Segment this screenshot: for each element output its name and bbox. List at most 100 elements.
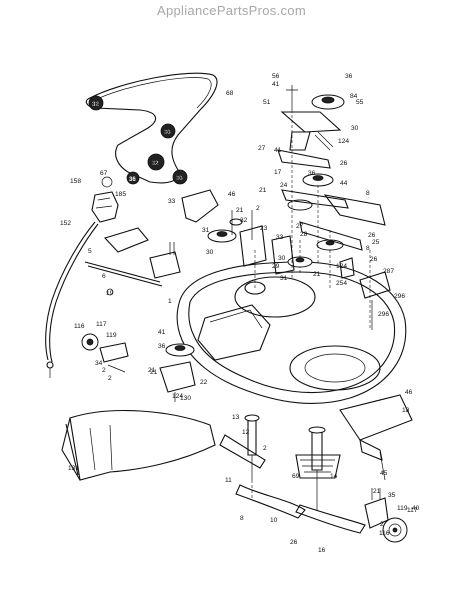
callout-36: 36 <box>176 175 184 182</box>
callout-124: 124 <box>172 393 183 400</box>
callout-5: 5 <box>88 248 92 255</box>
callout-36: 36 <box>308 170 316 177</box>
callout-31: 31 <box>202 227 210 234</box>
callout-287: 287 <box>383 268 394 275</box>
callout-124: 124 <box>336 263 347 270</box>
callout-11: 11 <box>225 477 232 484</box>
callout-14: 14 <box>330 473 338 480</box>
callout-28: 28 <box>300 231 308 238</box>
callout-25: 25 <box>372 239 380 246</box>
callout-13: 13 <box>232 414 240 421</box>
lift-linkage <box>84 227 181 296</box>
callout-254: 254 <box>336 280 347 287</box>
belt-pulleys: 32 36 32 36 36 <box>88 95 188 185</box>
callout-33: 33 <box>276 234 284 241</box>
callout-17: 17 <box>274 169 282 176</box>
callout-30: 30 <box>351 125 359 132</box>
callout-51: 51 <box>263 99 271 106</box>
callout-36: 36 <box>164 129 172 136</box>
callout-41: 41 <box>272 81 280 88</box>
callout-124: 124 <box>338 138 349 145</box>
callout-22: 22 <box>200 379 208 386</box>
callout-41: 41 <box>158 329 166 336</box>
callout-55: 55 <box>356 99 364 106</box>
svg-text:32: 32 <box>92 102 99 108</box>
callout-158: 158 <box>70 178 81 185</box>
callout-117: 117 <box>407 507 418 514</box>
callout-116: 116 <box>74 323 85 330</box>
blade-assemblies <box>219 414 366 534</box>
callout-130: 130 <box>180 395 191 402</box>
callout-44: 44 <box>340 180 348 187</box>
callout-131: 131 <box>68 465 79 472</box>
callout-6: 6 <box>102 273 106 280</box>
callout-8: 8 <box>366 245 370 252</box>
callout-296: 296 <box>378 311 389 318</box>
right-hanger-brackets <box>339 257 391 330</box>
callout-33: 33 <box>168 198 176 205</box>
callout-21: 21 <box>373 488 381 495</box>
control-cable <box>45 221 99 378</box>
callout-8: 8 <box>366 190 370 197</box>
callout-8: 8 <box>240 515 244 522</box>
callout-32: 32 <box>91 101 99 108</box>
callout-12: 12 <box>242 429 250 436</box>
callout-35: 35 <box>388 492 396 499</box>
callout-19: 19 <box>106 290 114 297</box>
callout-26: 26 <box>370 256 378 263</box>
discharge-chute <box>61 409 216 481</box>
callout-84: 84 <box>350 93 358 100</box>
callout-56: 56 <box>272 73 280 80</box>
callout-21: 21 <box>150 369 158 376</box>
idler-bracket-assembly <box>277 85 386 280</box>
callout-30: 30 <box>206 249 214 256</box>
callout-21: 21 <box>313 271 321 278</box>
callout-27: 27 <box>296 223 304 230</box>
belt-guard-assembly <box>91 176 119 223</box>
callout-27: 27 <box>258 145 266 152</box>
callout-40: 40 <box>412 505 420 512</box>
right-side-bracket <box>339 394 413 481</box>
callout-185: 185 <box>115 191 126 198</box>
callout-68: 68 <box>226 90 234 97</box>
callout-69: 69 <box>292 473 300 480</box>
callout-26: 26 <box>290 539 298 546</box>
callout-26: 26 <box>368 232 376 239</box>
callout-21: 21 <box>259 187 267 194</box>
callout-41: 41 <box>274 147 282 154</box>
callout-119: 119 <box>397 505 408 512</box>
callout-32: 32 <box>240 217 248 224</box>
callout-36: 36 <box>345 73 353 80</box>
callout-45: 45 <box>380 470 388 477</box>
svg-text:32: 32 <box>152 161 159 167</box>
watermark: AppliancePartsPros.com <box>157 3 306 18</box>
callout-34: 34 <box>95 360 103 367</box>
callout-2: 2 <box>108 375 112 382</box>
callout-30: 30 <box>278 255 286 262</box>
callout-36: 36 <box>158 343 166 350</box>
callout-16: 16 <box>318 547 326 554</box>
callout-46: 46 <box>405 389 413 396</box>
callout-31: 31 <box>280 275 288 282</box>
callout-1: 1 <box>168 298 172 305</box>
callout-2: 2 <box>102 367 106 374</box>
center-brackets <box>181 189 295 275</box>
callout-21: 21 <box>236 207 244 214</box>
callout-119: 119 <box>106 332 117 339</box>
deck-pulleys <box>165 94 345 357</box>
callout-21: 21 <box>148 367 156 374</box>
gauge-wheel-assembly <box>364 488 408 543</box>
callout-67: 67 <box>100 170 108 177</box>
callout-29: 29 <box>272 263 280 270</box>
callout-296: 296 <box>394 293 405 300</box>
left-small-parts <box>81 333 196 402</box>
callout-117: 117 <box>96 321 107 328</box>
svg-text:36: 36 <box>129 177 136 183</box>
callout-23: 23 <box>260 225 268 232</box>
callout-46: 46 <box>228 191 236 198</box>
svg-text:36: 36 <box>164 130 171 136</box>
callout-2: 2 <box>256 205 260 212</box>
callout-24: 24 <box>280 182 288 189</box>
svg-text:36: 36 <box>176 176 183 182</box>
